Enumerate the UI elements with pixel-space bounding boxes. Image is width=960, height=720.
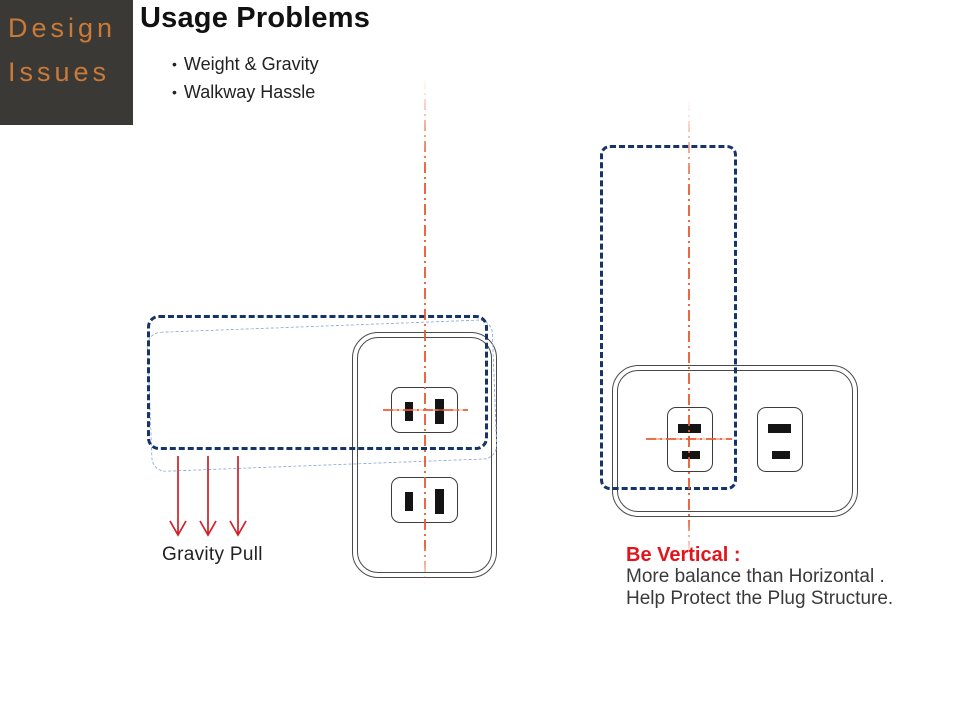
be-vertical-note: Be Vertical : More balance than Horizont… <box>626 544 893 610</box>
centerline-horizontal-right <box>646 438 732 440</box>
socket-right <box>757 407 803 472</box>
bullet-item-weight-gravity: • Weight & Gravity <box>172 50 319 78</box>
bullet-label: Weight & Gravity <box>183 54 319 74</box>
vertical-plug-outline <box>600 145 737 490</box>
slot-icon <box>405 402 413 421</box>
gravity-arrows-icon <box>169 456 247 537</box>
bullet-icon: • <box>172 56 177 72</box>
note-heading: Be Vertical : <box>626 544 741 566</box>
page-title: Usage Problems <box>140 2 371 34</box>
gravity-pull-label: Gravity Pull <box>162 544 263 565</box>
bullet-icon: • <box>172 84 177 100</box>
centerline-horizontal-left <box>383 409 468 411</box>
slot-icon <box>405 492 413 511</box>
slot-icon <box>435 399 444 424</box>
slot-icon <box>768 424 791 433</box>
horizontal-plug-outline <box>147 315 488 450</box>
note-line-1: More balance than Horizontal . <box>626 566 885 587</box>
note-line-2: Help Protect the Plug Structure. <box>626 588 894 609</box>
brand-line-2: Issues <box>8 57 111 87</box>
brand-box: Design Issues <box>0 0 133 125</box>
slot-icon <box>772 451 790 459</box>
slot-icon <box>682 451 700 459</box>
bullet-list: • Weight & Gravity • Walkway Hassle <box>172 50 319 106</box>
bullet-label: Walkway Hassle <box>183 82 316 102</box>
centerline-vertical-right <box>688 100 690 558</box>
bullet-item-walkway-hassle: • Walkway Hassle <box>172 78 319 106</box>
brand-line-1: Design <box>8 13 117 43</box>
slot-icon <box>435 489 444 514</box>
centerline-vertical-left <box>424 78 426 585</box>
